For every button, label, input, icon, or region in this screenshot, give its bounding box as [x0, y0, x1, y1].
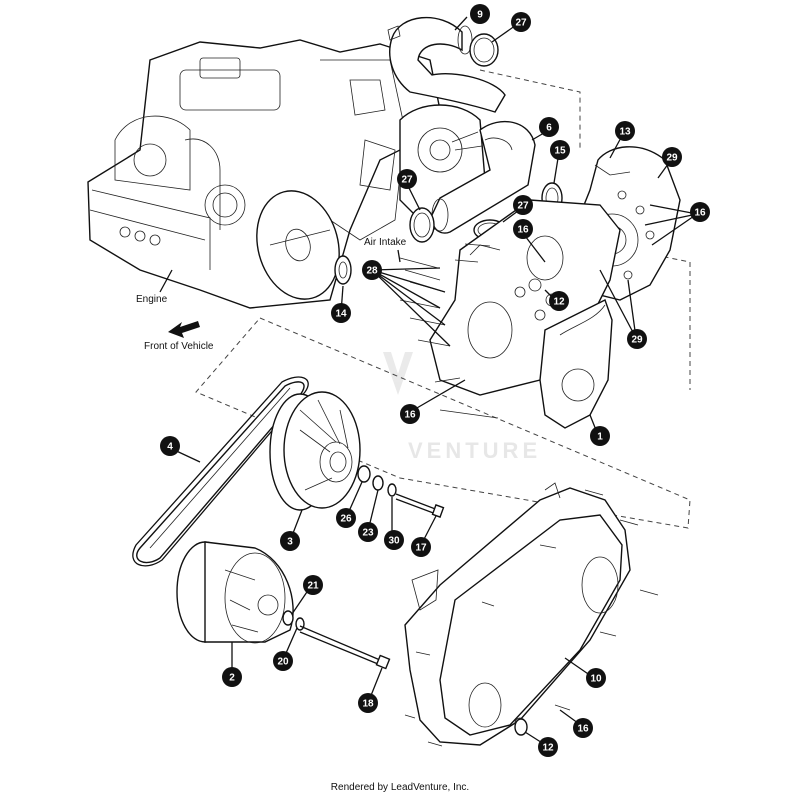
leadventure-watermark: VENTURE [383, 352, 541, 463]
svg-text:13: 13 [619, 127, 631, 138]
callout-10: 9 [470, 4, 490, 24]
drive-belt-6 [132, 376, 309, 567]
svg-text:14: 14 [335, 309, 347, 320]
engine-assembly [87, 39, 486, 309]
svg-text:27: 27 [517, 201, 529, 212]
svg-text:10: 10 [590, 674, 602, 685]
callout-30: 30 [384, 530, 404, 550]
callout-3: 2 [222, 667, 242, 687]
svg-text:16: 16 [577, 724, 589, 735]
callout-21: 21 [303, 575, 323, 595]
callout-28: 28 [362, 260, 382, 280]
svg-text:18: 18 [362, 699, 374, 710]
driven-clutch-4 [269, 391, 361, 511]
callout-16-bottom: 16 [400, 404, 420, 424]
callout-23: 23 [358, 522, 378, 542]
callout-9: 6 [539, 117, 559, 137]
clamp-27-top [469, 33, 499, 67]
svg-text:21: 21 [307, 581, 319, 592]
svg-text:20: 20 [277, 657, 289, 668]
svg-text:12: 12 [542, 743, 554, 754]
svg-text:30: 30 [388, 536, 400, 547]
callout-12-bottom: 12 [538, 737, 558, 757]
clamp-27-left [409, 207, 435, 243]
bolt-19 [299, 625, 391, 670]
intake-duct-upper [387, 16, 506, 113]
callout-12-top: 12 [549, 291, 569, 311]
outer-cover-2 [404, 482, 631, 746]
callout-14: 14 [331, 303, 351, 323]
svg-text:16: 16 [517, 225, 529, 236]
svg-text:16: 16 [694, 208, 706, 219]
svg-text:27: 27 [515, 18, 527, 29]
svg-text:6: 6 [546, 123, 552, 134]
svg-text:29: 29 [666, 153, 678, 164]
svg-text:9: 9 [477, 10, 483, 21]
svg-text:27: 27 [401, 175, 413, 186]
callout-16-right: 16 [690, 202, 710, 222]
seal-14 [334, 255, 352, 285]
svg-text:1: 1 [597, 432, 603, 443]
engine-label: Engine [136, 294, 168, 305]
washers-and-bolts [357, 465, 445, 518]
svg-text:12: 12 [553, 297, 565, 308]
air-intake-leader [397, 249, 401, 263]
callout-13: 13 [615, 121, 635, 141]
callout-2: 10 [586, 668, 606, 688]
svg-text:4: 4 [167, 442, 173, 453]
callout-18: 17 [411, 537, 431, 557]
svg-text:28: 28 [366, 266, 378, 277]
svg-text:16: 16 [404, 410, 416, 421]
svg-text:3: 3 [287, 537, 293, 548]
svg-text:29: 29 [631, 335, 643, 346]
air-intake-label: Air Intake [364, 237, 407, 248]
cap-12-bottom [514, 718, 528, 736]
drive-clutch-3 [176, 541, 305, 644]
callout-17: 16 [573, 718, 593, 738]
svg-text:17: 17 [415, 543, 427, 554]
front-of-vehicle-label: Front of Vehicle [144, 341, 214, 352]
svg-text:23: 23 [362, 528, 374, 539]
callout-27-left: 27 [397, 169, 417, 189]
outer-cover-bolts [404, 489, 659, 747]
callout-19: 18 [358, 693, 378, 713]
engine-leader [159, 269, 173, 293]
svg-text:2: 2 [229, 673, 235, 684]
callout-26: 26 [336, 508, 356, 528]
callout-27-right: 27 [513, 195, 533, 215]
footer-credit: Rendered by LeadVenture, Inc. [330, 782, 470, 793]
callout-20: 20 [273, 651, 293, 671]
callout-29-bottom: 29 [627, 329, 647, 349]
callout-6: 4 [160, 436, 180, 456]
front-arrow [168, 321, 200, 338]
callout-27-top: 27 [511, 12, 531, 32]
callouts: 9 27 6 13 15 29 27 16 27 16 28 12 14 29 … [160, 4, 710, 757]
callout-1: 1 [590, 426, 610, 446]
callout-4: 3 [280, 531, 300, 551]
callout-29-top: 29 [662, 147, 682, 167]
callout-15: 15 [550, 140, 570, 160]
watermark-text: VENTURE [408, 438, 541, 463]
svg-text:26: 26 [340, 514, 352, 525]
callout-16-mid: 16 [513, 219, 533, 239]
svg-text:15: 15 [554, 146, 566, 157]
